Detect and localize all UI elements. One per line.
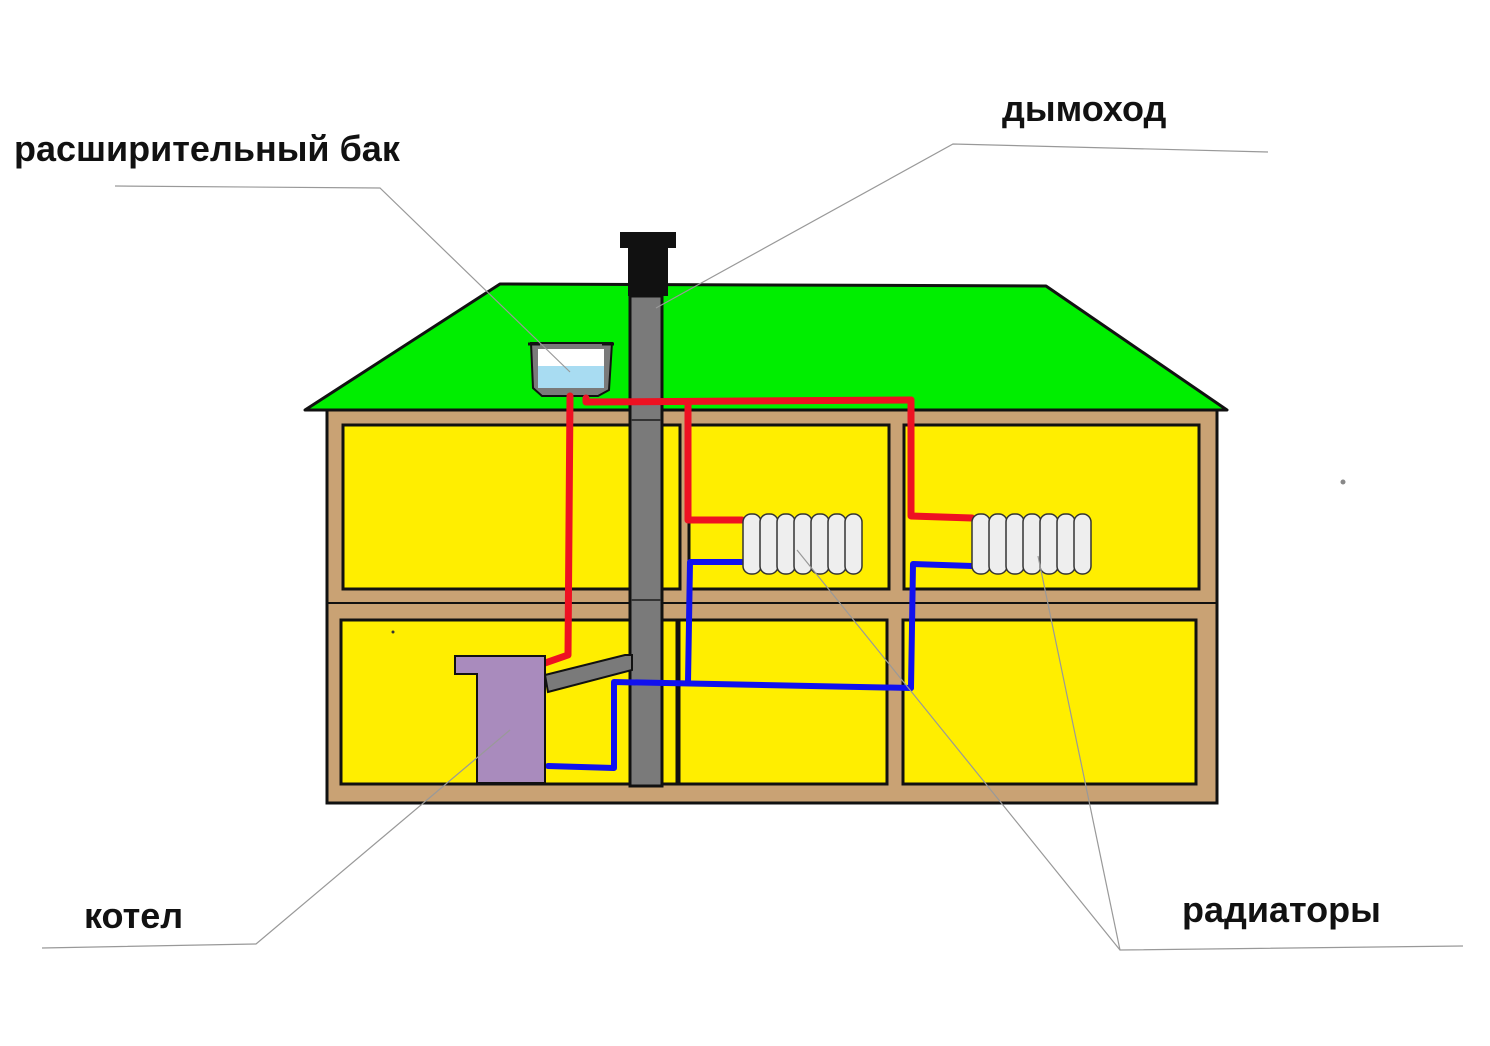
radiator-right [971,513,1092,575]
room-lower-right [901,618,1198,786]
room-upper-left [341,423,682,591]
leader-lines [41,143,1464,951]
roof [303,282,1229,412]
flue-pipe [543,654,633,694]
room-lower-middle [677,618,889,786]
chimney [620,232,676,788]
hot-pipes [541,392,976,667]
leader-line-radiators-2 [1037,555,1121,951]
expansion-tank [528,342,614,397]
label-chimney: дымоход [1002,88,1167,129]
radiator-left [742,513,863,575]
stray-dot [391,630,395,634]
label-boiler: котел [84,895,184,936]
boiler [454,655,546,784]
leader-line-chimney [655,143,1269,309]
leader-line-boiler [41,729,511,949]
label-radiators: радиаторы [1182,889,1381,930]
leader-line-tank [114,185,571,373]
stray-dot [1340,479,1346,485]
cold-pipes [545,559,975,771]
label-expansion-tank: расширительный бак [14,128,400,169]
